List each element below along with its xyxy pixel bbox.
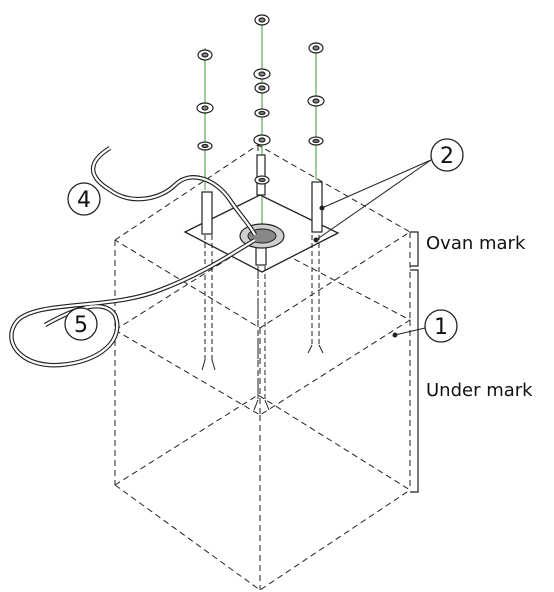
label-ovan-mark: Ovan mark bbox=[426, 233, 526, 254]
callout-leaders bbox=[313, 159, 432, 338]
callout-5-number: 5 bbox=[74, 313, 88, 338]
label-under-mark: Under mark bbox=[426, 380, 533, 401]
callout-2: 2 bbox=[430, 138, 464, 172]
callout-5: 5 bbox=[64, 307, 98, 341]
callout-1-number: 1 bbox=[434, 315, 448, 340]
stud-hooks bbox=[201, 344, 324, 411]
callout-4-number: 4 bbox=[77, 188, 91, 213]
anchor-studs-embedded bbox=[204, 235, 320, 400]
callout-2-number: 2 bbox=[440, 144, 454, 169]
callout-1: 1 bbox=[424, 309, 458, 343]
level-brackets bbox=[410, 231, 419, 493]
nuts-and-washers bbox=[196, 14, 325, 185]
callout-4: 4 bbox=[67, 182, 101, 216]
